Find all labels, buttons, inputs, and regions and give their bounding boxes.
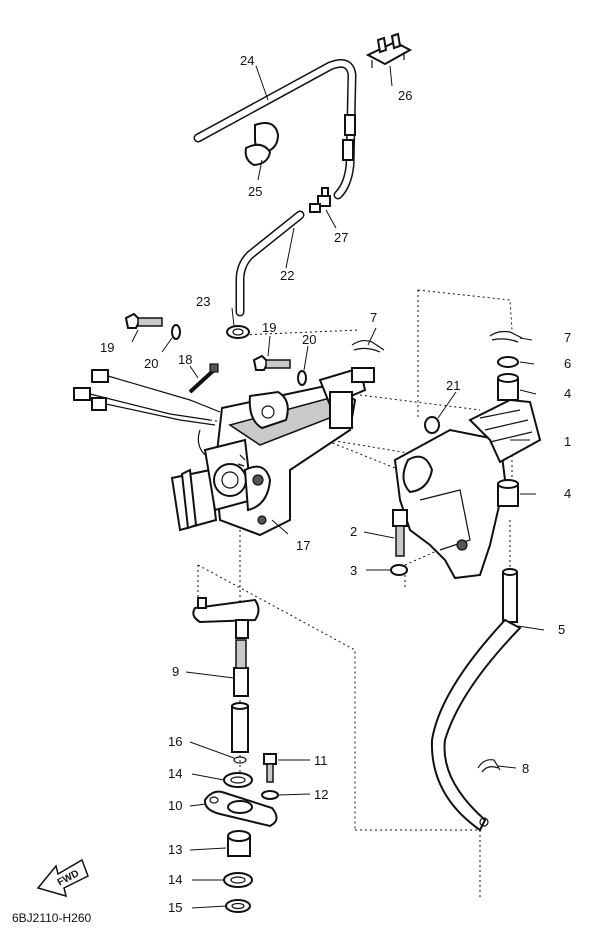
wiring-harness: [73, 369, 221, 426]
part-11-bolt: [263, 753, 277, 783]
part-18-screw: [188, 363, 219, 394]
diagram-code: 6BJ2110-H260: [12, 911, 91, 925]
part-24-tube: [193, 59, 357, 200]
part-4-bush-upper: [497, 373, 519, 401]
part-19-bolt-left: [124, 312, 163, 329]
part-9-rod: [233, 639, 249, 697]
callout-10: 10: [168, 798, 182, 813]
callout-23: 23: [196, 294, 210, 309]
callout-6: 6: [564, 356, 571, 371]
callout-14-lower: 14: [168, 872, 182, 887]
callout-19-right: 19: [262, 320, 276, 335]
part-14-washer-upper: [223, 772, 253, 788]
callout-18: 18: [178, 352, 192, 367]
part-2-bolt: [392, 509, 408, 557]
callout-21: 21: [446, 378, 460, 393]
part-21-bush: [424, 416, 440, 434]
part-25-clamp: [244, 122, 280, 167]
part-8-pin: [477, 759, 501, 773]
part-17-motor-assembly: [170, 366, 375, 537]
callout-17: 17: [296, 538, 310, 553]
part-5-arm: [430, 568, 522, 832]
callout-12: 12: [314, 787, 328, 802]
callout-27: 27: [334, 230, 348, 245]
part-16-o-ring: [233, 756, 247, 764]
part-23-hose-clip: [226, 325, 250, 339]
leader-lines: [131, 65, 545, 909]
part-22-tube: [235, 210, 305, 317]
callout-11: 11: [314, 753, 328, 768]
callout-19-left: 19: [100, 340, 114, 355]
callout-2: 2: [350, 524, 357, 539]
part-3-washer: [390, 564, 408, 576]
callout-labels: 24 26 25 27 22 23 19 20 18 19 20 7 7 6 4…: [100, 53, 571, 915]
callout-20-right: 20: [302, 332, 316, 347]
callout-7-right: 7: [564, 330, 571, 345]
callout-26: 26: [398, 88, 412, 103]
callout-3: 3: [350, 563, 357, 578]
upper-lever: [192, 597, 260, 639]
part-19-bolt-right: [252, 354, 291, 371]
callout-16: 16: [168, 734, 182, 749]
callout-13: 13: [168, 842, 182, 857]
callout-8: 8: [522, 761, 529, 776]
callout-25: 25: [248, 184, 262, 199]
part-6-washer: [497, 356, 519, 368]
callout-14-upper: 14: [168, 766, 182, 781]
part-12-washer: [261, 790, 279, 800]
part-14-washer-lower: [223, 872, 253, 888]
spacer-rod: [231, 702, 249, 753]
part-7-pin-right: [489, 330, 523, 343]
callout-22: 22: [280, 268, 294, 283]
part-4-bush-lower: [497, 479, 519, 507]
callout-7-left: 7: [370, 310, 377, 325]
callout-9: 9: [172, 664, 179, 679]
callout-4-upper: 4: [564, 386, 571, 401]
part-20-washer-right: [297, 370, 307, 386]
part-20-washer-left: [171, 324, 181, 340]
callout-5: 5: [558, 622, 565, 637]
callout-24: 24: [240, 53, 254, 68]
callout-4-lower: 4: [564, 486, 571, 501]
callout-15: 15: [168, 900, 182, 915]
part-13-collar: [227, 830, 251, 857]
part-1-bracket: [393, 398, 542, 580]
part-15-circlip: [225, 899, 251, 913]
part-7-pin-left: [351, 339, 385, 353]
part-10-lever: [203, 790, 278, 828]
callout-1: 1: [564, 434, 571, 449]
fwd-arrow-icon: FWD: [36, 858, 89, 898]
callout-20-left: 20: [144, 356, 158, 371]
part-26-clip: [365, 32, 413, 68]
part-27-joint: [309, 187, 331, 213]
